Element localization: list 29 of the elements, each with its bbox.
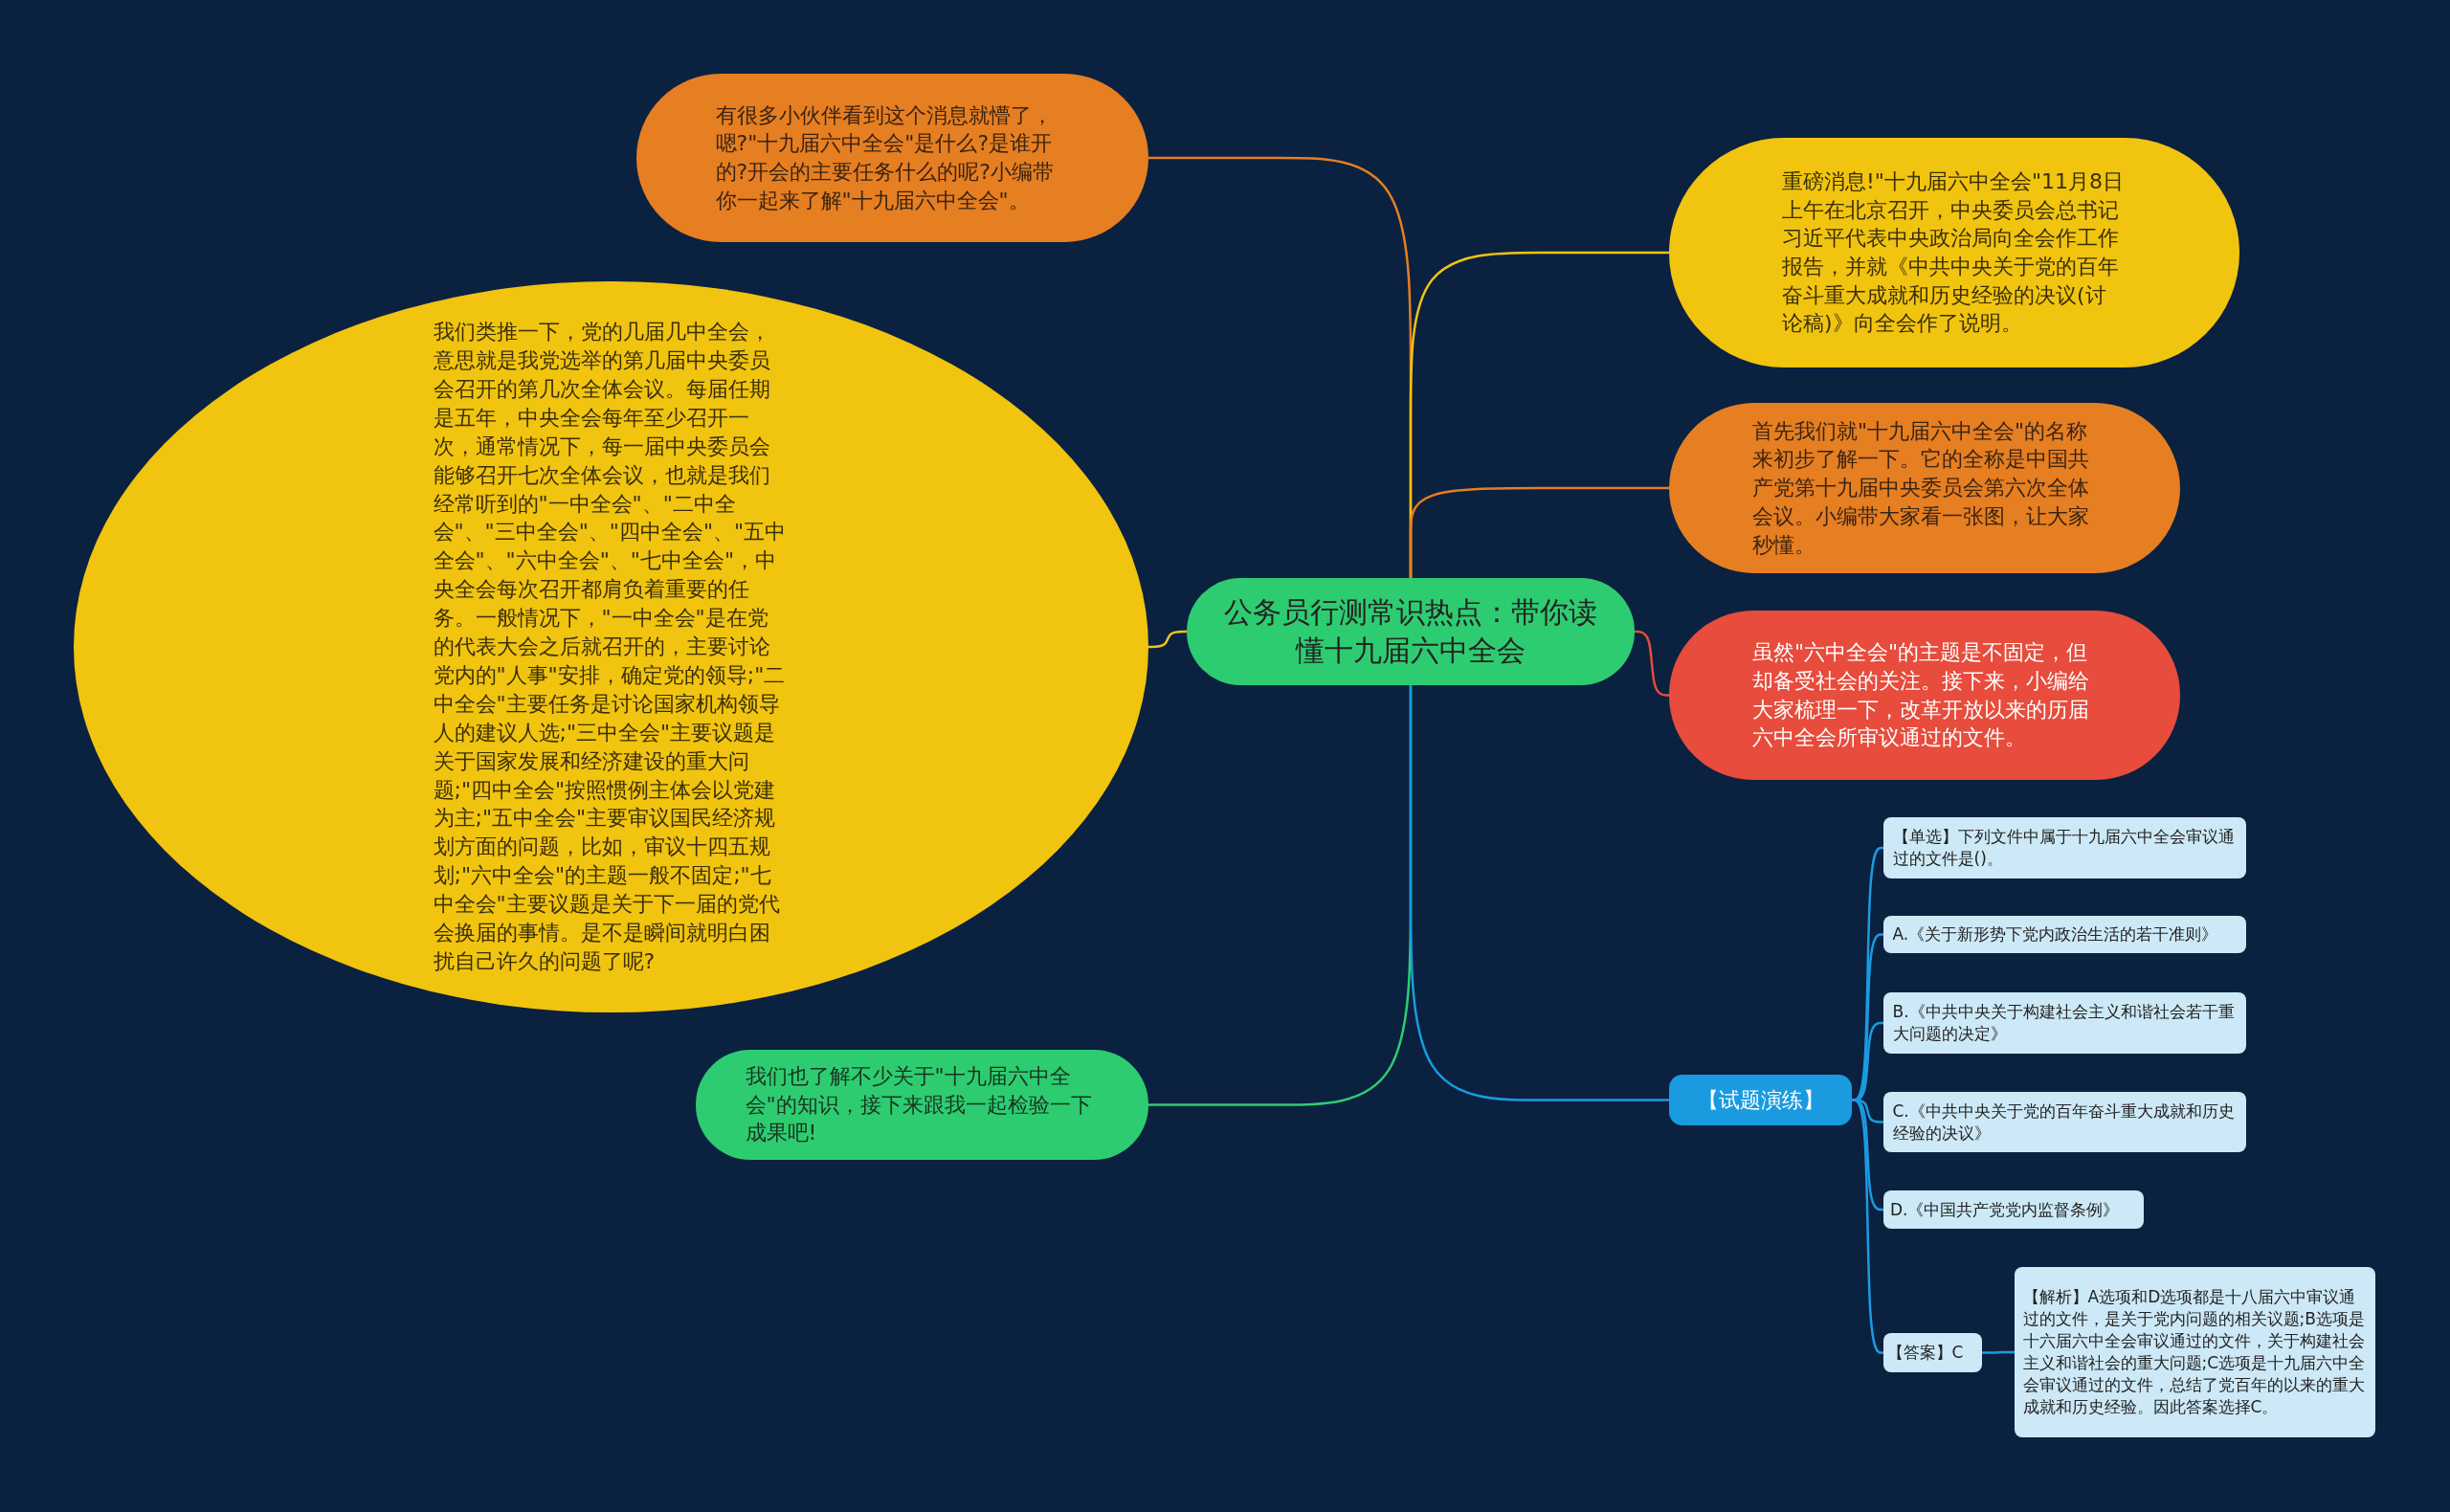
option-card: [1883, 1190, 2144, 1229]
node-text: A.《关于新形势下党内政治生活的若干准则》: [1892, 923, 2219, 945]
node-text: 有很多小伙伴看到这个消息就懵了，嗯?"十九届六中全会"是什么?是谁开的?开会的主要任务什么的呢?小编带你一起来了解"十九届六中全会"。: [715, 101, 1055, 214]
explanation-card: [2015, 1267, 2375, 1437]
node-text: 【试题演练】: [1696, 1086, 1825, 1114]
question-card: [1883, 817, 2246, 878]
node-text: 我们也了解不少关于"十九届六中全会"的知识，接下来跟我一起检验一下成果吧!: [745, 1062, 1093, 1147]
answer-card: [1883, 1333, 1982, 1372]
node-text: 【解析】A选项和D选项都是十八届六中审议通过的文件，是关于党内问题的相关议题;B选项是十六届六中全会审议通过的文件，关于构建社会主义和谐社会的重大问题;C选项是十九届六中全会审议通过的文件，总结了党百年的以来的重大成就和历史经验。因此答案选择C。: [2022, 1286, 2367, 1418]
connector-line: [1409, 685, 1669, 1101]
option-card: [1883, 916, 2246, 953]
node-text: 虽然"六中全会"的主题是不固定，但却备受社会的关注。接下来，小编给大家梳理一下，改革开放以来的历届六中全会所审议通过的文件。: [1752, 639, 2090, 752]
connector-line: [1635, 630, 1669, 697]
node-text: 【单选】下列文件中属于十九届六中全会审议通过的文件是()。: [1892, 826, 2236, 870]
option-card: [1883, 992, 2246, 1054]
connector-line: [1982, 1350, 2015, 1354]
node-text: B.《中共中央关于构建社会主义和谐社会若干重大问题的决定》: [1892, 1001, 2236, 1045]
node-text: 重磅消息!"十九届六中全会"11月8日上午在北京召开，中央委员会总书记习近平代表中央政治局向全会作工作报告，并就《中共中央关于党的百年奋斗重大成就和历史经验的决议(讨论稿)》向全会作了说明。: [1782, 167, 2126, 338]
option-card: [1883, 1092, 2246, 1152]
node-text: 我们类推一下，党的几届几中全会，意思就是我党选举的第几届中央委员会召开的第几次全体会议。每届任期是五年，中央全会每年至少召开一次，通常情况下，每一届中央委员会能够召开七次全体会议，也就是我们经常听到的"一中全会"、"二中全会"、"三中全会"、"四中全会"、"五中全会"、"六中全会"、"七中全会"，中央全会每次召开都肩负着重要的任务。一般情况下，"一中全会"是在党的代表大会之后就召开的，主要讨论党内的"人事"安排，确定党的领导;"二中全会"主要任务是讨论国家机构领导人的建议人选;"三中全会"主要议题是关于国家发展和经济建设的重大问题;"四中全会"按照惯例主体会以党建为主;"五中全会"主要审议国民经济规划方面的问题，比如，审议十四五规划;"六中全会"的主题一般不固定;"七中全会"主要议题是关于下一届的党代会换届的事情。是不是瞬间就明白困扰自己许久的问题了呢?: [433, 319, 788, 975]
topic-label: [1669, 1075, 1852, 1125]
node-text: 公务员行测常识热点：带你读懂十九届六中全会: [1223, 593, 1598, 669]
node-text: 【答案】C: [1886, 1342, 1965, 1364]
node-text: C.《中共中央关于党的百年奋斗重大成就和历史经验的决议》: [1892, 1100, 2236, 1145]
connector-line: [1148, 630, 1187, 649]
connector-line: [1409, 486, 1669, 578]
node-text: 首先我们就"十九届六中全会"的名称来初步了解一下。它的全称是中国共产党第十九届中央委员会第六次全体会议。小编带大家看一张图，让大家秒懂。: [1752, 417, 2090, 559]
connector-line: [1852, 1099, 1883, 1354]
node-text: D.《中国共产党党内监督条例》: [1890, 1198, 2121, 1221]
